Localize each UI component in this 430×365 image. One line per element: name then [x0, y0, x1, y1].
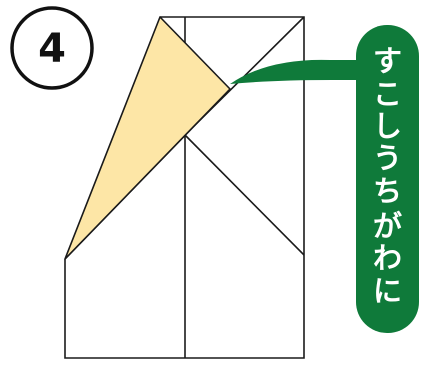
note-char-1: す [373, 44, 402, 78]
folded-flap [64, 16, 231, 260]
note-char-7: わ [373, 241, 402, 275]
note-pointer [230, 59, 368, 84]
crease-lower-right [184, 134, 305, 256]
note-callout: す こ し う ち が わ に [230, 25, 419, 333]
step-badge: 4 [10, 6, 94, 90]
note-bubble [356, 25, 419, 333]
note-char-4: う [373, 141, 402, 175]
paper-outline [64, 16, 305, 359]
note-char-5: ち [373, 174, 402, 208]
note-char-2: こ [373, 77, 402, 111]
note-char-3: し [373, 109, 402, 143]
note-char-8: に [373, 274, 402, 308]
note-char-6: が [373, 209, 402, 243]
step-number: 4 [38, 26, 66, 72]
step-circle [10, 6, 94, 90]
